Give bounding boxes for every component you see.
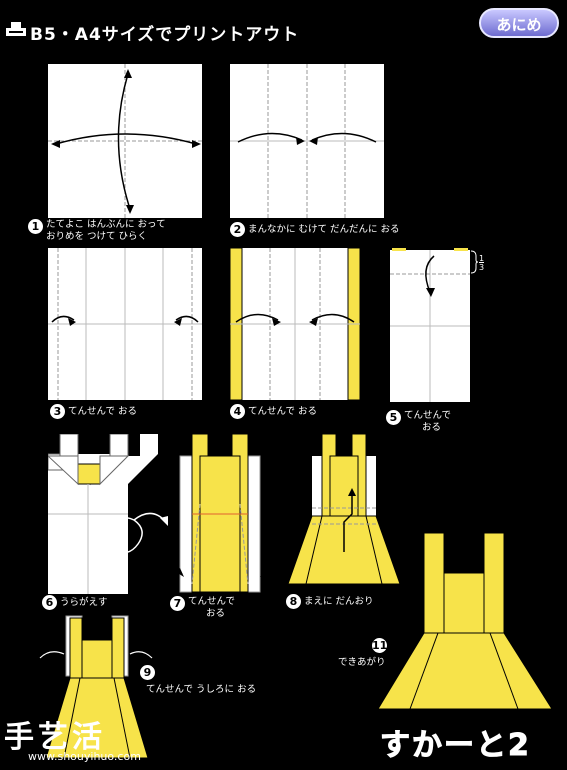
step-5-number: 5	[386, 410, 401, 425]
step-4-diagram	[230, 248, 360, 400]
step-6-number: 6	[42, 595, 57, 610]
step-3-number: 3	[50, 404, 65, 419]
step-7-diagram	[172, 434, 272, 593]
step-9-label: 9	[140, 665, 158, 680]
watermark-logo: 手艺活	[4, 720, 106, 755]
step-3-diagram	[48, 248, 202, 400]
step-6-diagram	[48, 434, 168, 594]
step-9-text: てんせんで うしろに おる	[146, 684, 257, 695]
step-1-diagram	[48, 64, 202, 218]
watermark-url: www.shouyihuo.com	[28, 750, 141, 763]
step-2-diagram	[230, 64, 384, 218]
step-9-number: 9	[140, 665, 155, 680]
final-title: すかーと2	[380, 728, 531, 764]
step-9-diagram	[39, 615, 153, 759]
step-7-number: 7	[170, 596, 185, 611]
step-8-number: 8	[286, 594, 301, 609]
step-11-diagram	[378, 533, 553, 710]
animation-button[interactable]: あにめ	[479, 8, 559, 38]
step-11-label: 11	[372, 638, 390, 653]
page-title: B5・A4サイズでプリントアウト	[30, 25, 300, 45]
brace-icon	[470, 250, 478, 274]
step-5-diagram	[390, 248, 470, 402]
step-8-diagram	[288, 434, 400, 585]
step-11-number: 11	[372, 638, 388, 653]
step-2-number: 2	[230, 222, 245, 237]
printer-icon	[6, 22, 26, 36]
step-4-number: 4	[230, 404, 245, 419]
step-11-text: できあがり	[338, 657, 386, 668]
step-1-number: 1	[28, 219, 43, 234]
